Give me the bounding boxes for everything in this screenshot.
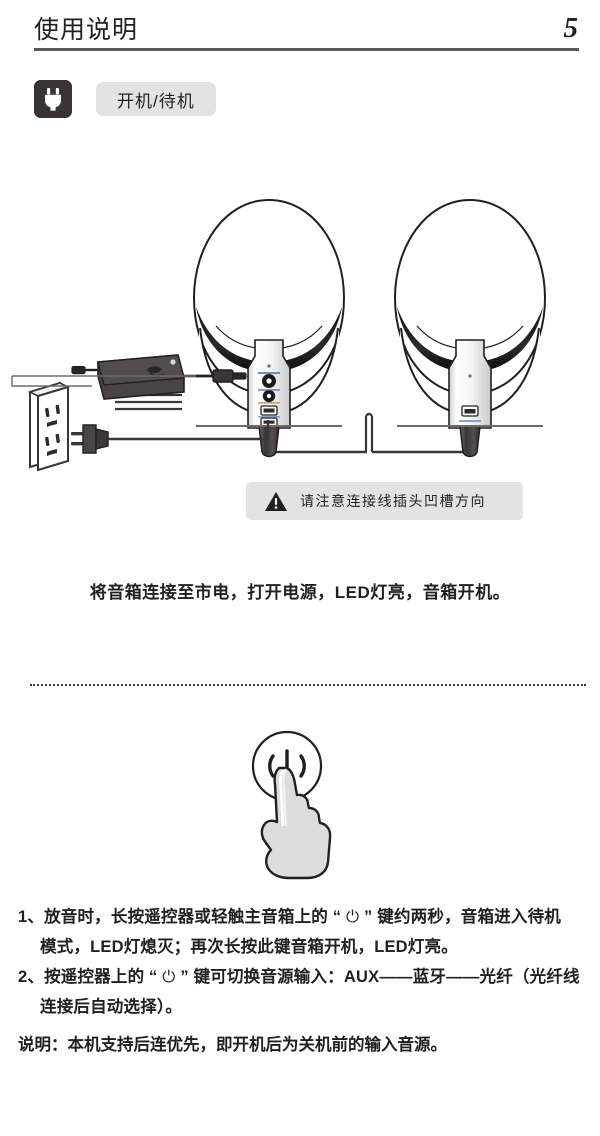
left-speaker [192, 198, 346, 458]
page-title: 使用说明 [34, 16, 139, 44]
right-speaker [393, 198, 547, 458]
instruction-list: 1、放音时，长按遥控器或轻触主音箱上的 “ ⏻ ” 键约两秒，音箱进入待机模式，… [0, 902, 600, 1060]
left-speaker-io-panel [258, 364, 280, 427]
instruction-2-text-b: ” 键可切换音源输入：AUX——蓝牙——光纤（光纤线连接后自动选择）。 [40, 968, 580, 1016]
section-label-pill: 开机/待机 [96, 82, 216, 116]
warning-triangle-icon [264, 491, 288, 512]
section-divider [30, 684, 586, 686]
figure-caption: 将音箱连接至市电，打开电源，LED灯亮，音箱开机。 [89, 583, 511, 602]
instruction-1-text-b: ” 键约两秒，音箱进入待机模式，LED灯熄灭；再次长按此键音箱开机，LED灯亮。 [40, 908, 561, 956]
warning-text: 请注意连接线插头凹槽方向 [300, 493, 486, 509]
power-plug-icon [34, 80, 72, 118]
hand-silhouette [260, 766, 332, 880]
instruction-2-marker: 2、 [18, 968, 45, 986]
power-symbol-icon: ⏻ [346, 907, 360, 926]
page-number: 5 [563, 12, 579, 44]
finger-press-power-button [0, 726, 600, 886]
wall-outlet [27, 381, 71, 472]
page-header: 使用说明 5 [0, 0, 600, 62]
right-speaker-io-panel [459, 374, 481, 422]
power-symbol-icon: ⏻ [162, 967, 176, 986]
instruction-item-2: 2、按遥控器上的 “ ⏻ ” 键可切换音源输入：AUX——蓝牙——光纤（光纤线连… [18, 962, 582, 1022]
warning-notice: 请注意连接线插头凹槽方向 [246, 482, 523, 520]
instruction-item-1: 1、放音时，长按遥控器或轻触主音箱上的 “ ⏻ ” 键约两秒，音箱进入待机模式，… [18, 902, 574, 962]
instruction-1-marker: 1、 [18, 908, 45, 926]
power-adapter-brick [71, 354, 214, 411]
header-divider-rule [34, 48, 579, 51]
instruction-1-text-a: 放音时，长按遥控器或轻触主音箱上的 “ [44, 908, 346, 926]
instruction-2-text-a: 按遥控器上的 “ [44, 968, 163, 986]
instruction-note: 说明：本机支持后连优先，即开机后为关机前的输入音源。 [18, 1036, 447, 1054]
dc-barrel-connector [11, 369, 247, 387]
speaker-power-connection-diagram [0, 180, 600, 480]
ac-plug [71, 420, 270, 454]
